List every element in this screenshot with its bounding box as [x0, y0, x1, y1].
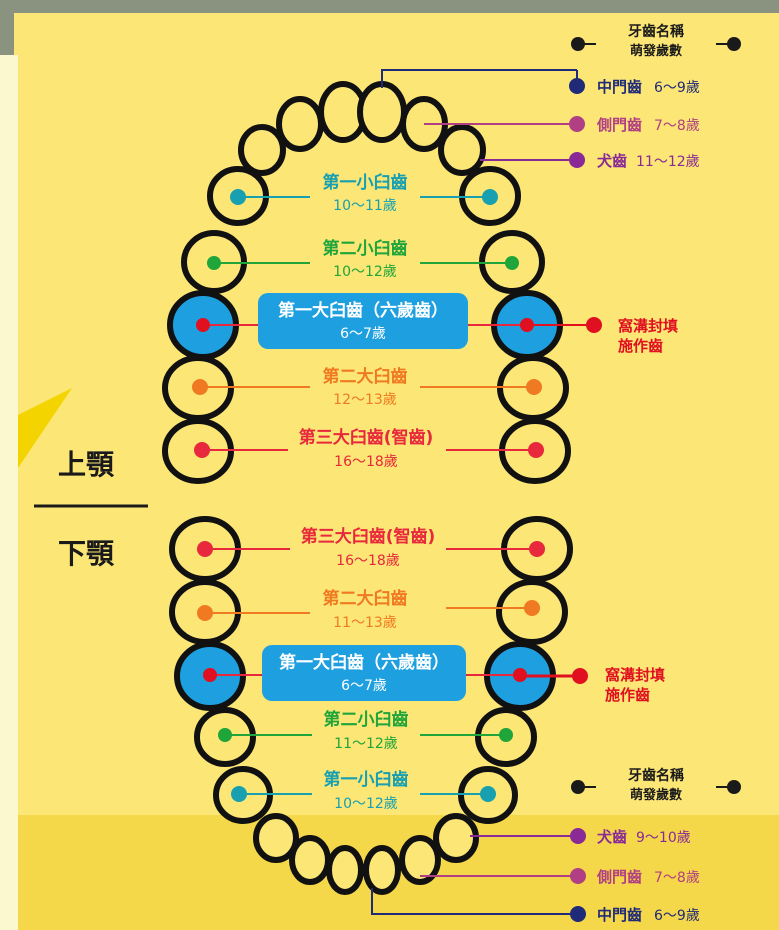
lower-first-premolar-age: 10～12歲 [334, 796, 398, 812]
upper-canine-name: 犬齒 [597, 152, 627, 170]
upper-first-premolar-age: 10～11歲 [333, 198, 397, 214]
upper-left-first-premolar-dot [230, 189, 246, 205]
lower-legend-header-2: 萌發歲數 [630, 787, 682, 803]
lower-second-premolar-age: 11～12歲 [334, 736, 398, 752]
lower-central-leader [371, 888, 578, 915]
lower-lateral-age: 7～8歲 [654, 870, 700, 886]
lower-left-central-tooth [326, 845, 364, 895]
side-panel [0, 0, 14, 55]
upper-third-molar-name: 第三大臼齒(智齒) [299, 427, 434, 448]
upper-legend-header-1: 牙齒名稱 [628, 23, 684, 40]
upper-central-age: 6～9歲 [654, 80, 700, 96]
upper-first-premolar-name: 第一小臼齒 [323, 172, 408, 193]
upper-canine-age: 11～12歲 [636, 154, 700, 170]
upper-lateral-age: 7～8歲 [654, 118, 700, 134]
lower-third-molar-name: 第三大臼齒(智齒) [301, 526, 436, 547]
lower-second-molar-name: 第二大臼齒 [323, 588, 408, 609]
upper-first-molar-age: 6～7歲 [340, 326, 386, 342]
upper-right-first-premolar-dot [482, 189, 498, 205]
upper-jaw-label: 上顎 [58, 448, 115, 481]
upper-right-canine-tooth [438, 124, 486, 176]
lower-left-second-premolar-dot [218, 728, 232, 742]
lower-right-second-molar-dot [524, 600, 540, 616]
upper-second-molar-age: 12～13歲 [333, 392, 397, 408]
lower-left-second-molar-dot [197, 605, 213, 621]
upper-canine-dot [569, 152, 585, 168]
upper-sealant-dot [586, 317, 602, 333]
lower-legend-header-1: 牙齒名稱 [628, 767, 684, 784]
upper-first-molar-name: 第一大臼齒（六歲齒） [278, 300, 448, 321]
lower-right-third-molar-dot [529, 541, 545, 557]
lower-jaw-label: 下顎 [58, 537, 115, 570]
lower-second-molar-age: 11～13歲 [333, 615, 397, 631]
upper-left-first-molar-dot [196, 318, 210, 332]
upper-second-molar-name: 第二大臼齒 [323, 366, 408, 387]
lower-lateral-name: 側門齒 [596, 868, 642, 886]
upper-right-second-premolar-dot [505, 256, 519, 270]
lower-central-name: 中門齒 [597, 906, 642, 924]
lower-first-premolar-name: 第一小臼齒 [324, 769, 409, 790]
lower-right-first-premolar-dot [480, 786, 496, 802]
upper-central-leader [381, 69, 577, 88]
top-bar [0, 0, 779, 13]
lower-legend-header-dot-right [727, 780, 741, 794]
lower-right-second-premolar-dot [499, 728, 513, 742]
lower-central-age: 6～9歲 [654, 908, 700, 924]
lower-right-canine-tooth [433, 813, 479, 863]
lower-third-molar-age: 16～18歲 [336, 553, 400, 569]
lower-sealant-label-2: 施作齒 [605, 686, 650, 704]
lower-left-lateral-tooth [289, 835, 331, 885]
lower-second-premolar-name: 第二小臼齒 [324, 709, 409, 730]
lower-first-molar-age: 6～7歲 [341, 678, 387, 694]
lower-left-canine-tooth [253, 813, 299, 863]
lower-left-first-molar-dot [203, 668, 217, 682]
upper-sealant-label-2: 施作齒 [618, 337, 663, 355]
lower-central-dot [570, 906, 586, 922]
upper-central-name: 中門齒 [597, 78, 642, 96]
upper-right-central-tooth [357, 81, 407, 143]
upper-legend-header-dot-right [727, 37, 741, 51]
lower-left-first-premolar-dot [231, 786, 247, 802]
upper-right-third-molar-dot [528, 442, 544, 458]
upper-left-second-molar-dot [192, 379, 208, 395]
upper-second-premolar-name: 第二小臼齒 [323, 238, 408, 259]
lower-right-central-tooth [363, 845, 401, 895]
lower-canine-name: 犬齒 [597, 828, 627, 846]
lower-sealant-label-1: 窩溝封填 [605, 666, 665, 684]
lower-first-molar-name: 第一大臼齒（六歲齒） [279, 652, 449, 673]
lower-canine-age: 9～10歲 [636, 830, 691, 846]
upper-left-canine-tooth [238, 124, 286, 176]
lower-right-lateral-tooth [399, 835, 441, 885]
upper-first-molar-label-box [258, 293, 468, 349]
lower-sealant-dot [572, 668, 588, 684]
upper-lateral-name: 側門齒 [596, 116, 642, 134]
upper-sealant-label-1: 窩溝封填 [618, 317, 678, 335]
upper-second-premolar-age: 10～12歲 [333, 264, 397, 280]
left-margin [0, 55, 18, 930]
upper-right-second-molar-dot [526, 379, 542, 395]
pointer-arrow [18, 388, 72, 468]
lower-canine-dot [570, 828, 586, 844]
lower-left-third-molar-dot [197, 541, 213, 557]
header-stripe [14, 13, 779, 55]
upper-third-molar-age: 16～18歲 [334, 454, 398, 470]
lower-lateral-dot [570, 868, 586, 884]
upper-left-lateral-tooth [276, 96, 324, 152]
upper-left-third-molar-dot [194, 442, 210, 458]
upper-lateral-dot [569, 116, 585, 132]
upper-legend-header-2: 萌發歲數 [630, 43, 682, 59]
lower-first-molar-label-box [262, 645, 466, 701]
upper-left-second-premolar-dot [207, 256, 221, 270]
